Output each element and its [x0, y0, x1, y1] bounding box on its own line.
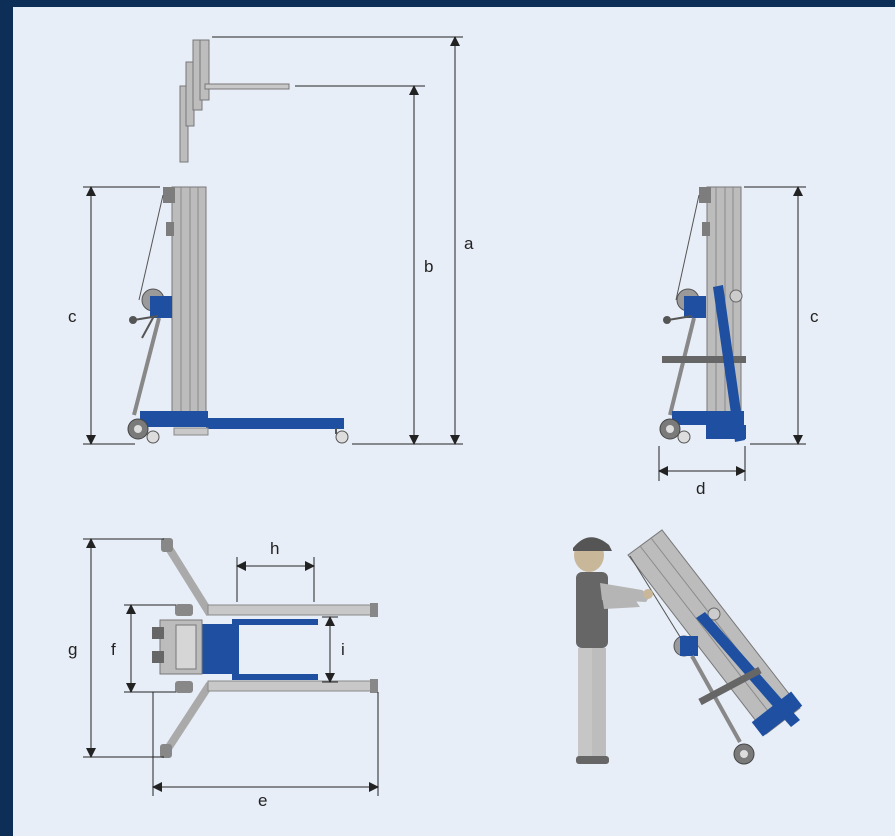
- drawing-panel: a b c c d: [13, 7, 895, 836]
- side-view-lift: [127, 39, 349, 444]
- front-view-lift: [659, 186, 746, 444]
- dimension-lines-front: [658, 186, 806, 481]
- material-lift-dimension-drawing: a b c c d: [68, 36, 819, 810]
- dimension-label-f: f: [111, 640, 116, 659]
- dimension-lines-side: [83, 36, 463, 445]
- dimension-label-a: a: [464, 234, 474, 253]
- dimension-lines-top: [83, 538, 379, 796]
- base-frame: [127, 411, 349, 444]
- dimension-label-g: g: [68, 640, 77, 659]
- person: [573, 537, 653, 764]
- dimension-label-d: d: [696, 479, 705, 498]
- person-tilting-lift-illustration: [573, 529, 803, 765]
- dimension-label-h: h: [270, 539, 279, 558]
- winch: [129, 288, 172, 339]
- dimension-label-i: i: [341, 640, 345, 659]
- top-view-lift: [152, 538, 378, 758]
- mast: [163, 186, 207, 414]
- dimension-label-b: b: [424, 257, 433, 276]
- dimension-label-c-right: c: [810, 307, 819, 326]
- extended-mast-section: [179, 39, 290, 163]
- dimension-label-c-left: c: [68, 307, 77, 326]
- dimension-label-e: e: [258, 791, 267, 810]
